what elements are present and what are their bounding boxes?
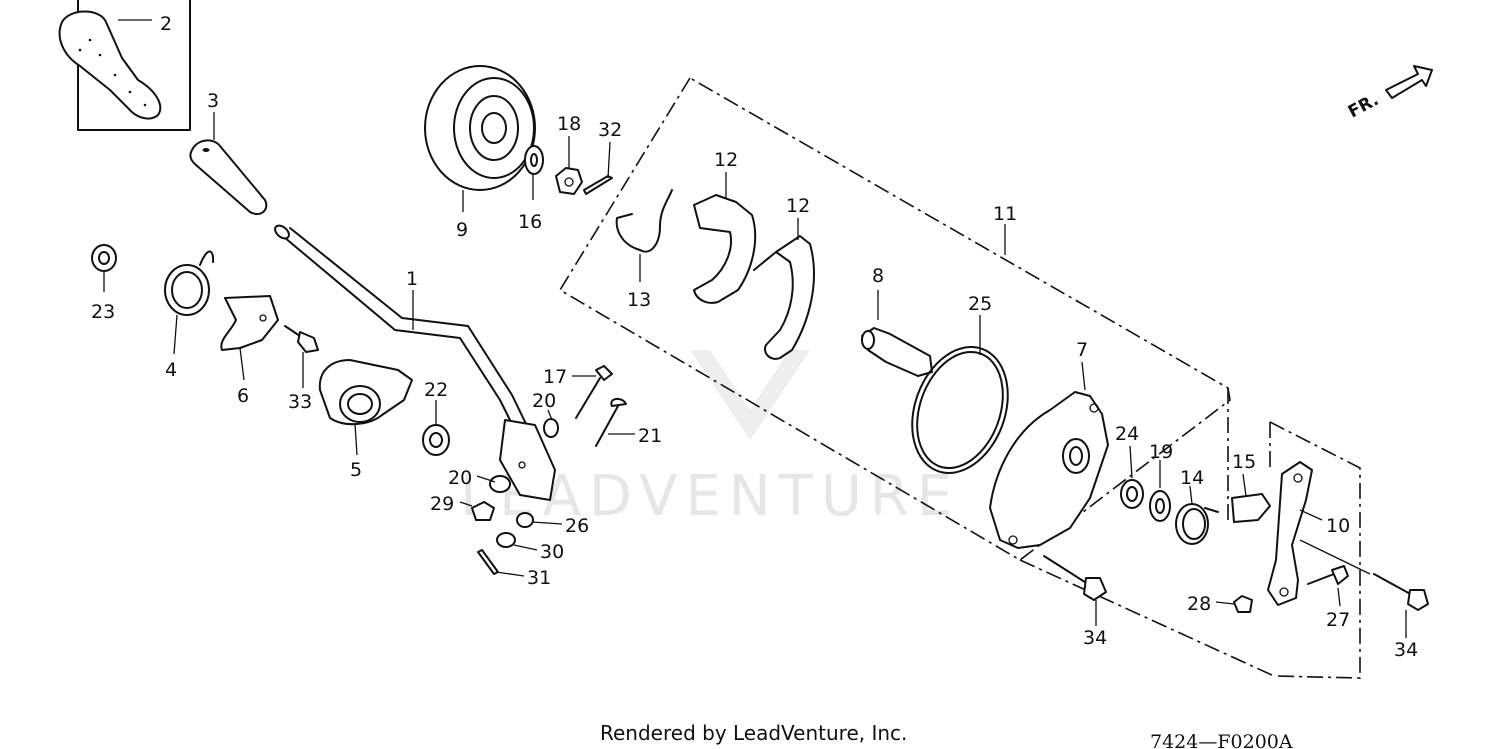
part-9-pulley[interactable] — [424, 65, 536, 191]
part-12-brake-shoe-a[interactable] — [693, 194, 757, 304]
leader-lines — [103, 19, 1407, 638]
callout-21: 21 — [638, 425, 662, 447]
part-24-bushing[interactable] — [1120, 479, 1144, 509]
part-17-bolt[interactable] — [575, 365, 613, 419]
part-2-grip-inset[interactable] — [58, 0, 191, 131]
callout-24: 24 — [1115, 423, 1139, 445]
callout-12b: 12 — [786, 195, 810, 217]
part-22-bearing[interactable] — [422, 424, 450, 456]
callout-13: 13 — [627, 289, 651, 311]
part-26-nut[interactable] — [516, 512, 534, 528]
part-5-collar[interactable] — [318, 359, 413, 426]
callout-16: 16 — [518, 211, 542, 233]
diagram-code: 7424—F0200A — [1150, 731, 1293, 749]
callout-34b: 34 — [1394, 639, 1418, 661]
callout-17: 17 — [543, 366, 567, 388]
callout-23: 23 — [91, 301, 115, 323]
part-30-washer[interactable] — [496, 532, 516, 548]
assembly-11-boundary — [558, 77, 1275, 677]
callout-22: 22 — [424, 379, 448, 401]
callout-4: 4 — [165, 359, 177, 381]
callout-2: 2 — [160, 13, 172, 35]
part-20-washer-b[interactable] — [489, 475, 511, 493]
part-15-cam[interactable] — [1231, 493, 1271, 523]
callout-28: 28 — [1187, 593, 1211, 615]
part-18-nut[interactable] — [555, 167, 583, 195]
part-3-grip[interactable] — [189, 139, 268, 216]
callout-20b: 20 — [448, 467, 472, 489]
part-34-bolt-a[interactable] — [1043, 555, 1107, 601]
callout-32: 32 — [598, 119, 622, 141]
part-31-cotter-pin[interactable] — [477, 549, 499, 575]
part-19-washer[interactable] — [1149, 490, 1171, 522]
callout-3: 3 — [207, 90, 219, 112]
callout-34a: 34 — [1083, 627, 1107, 649]
part-32-cotter-pin[interactable] — [583, 175, 613, 195]
assembly-10-boundary — [1269, 421, 1361, 679]
part-33-bolt[interactable] — [284, 325, 319, 353]
callout-31: 31 — [527, 567, 551, 589]
callout-1: 1 — [406, 268, 418, 290]
part-13-spring-clip[interactable] — [615, 189, 673, 253]
part-20-washer-a[interactable] — [543, 418, 559, 438]
callout-10: 10 — [1326, 515, 1350, 537]
part-10-arm[interactable] — [1267, 461, 1313, 606]
part-28-nut[interactable] — [1233, 595, 1253, 613]
fr-arrow-icon — [1385, 65, 1433, 99]
callout-12a: 12 — [714, 149, 738, 171]
callout-numbers: 2 3 23 4 6 33 5 1 22 9 16 18 32 13 12 12… — [91, 13, 1418, 661]
part-8-shaft[interactable] — [861, 327, 933, 377]
callout-27: 27 — [1326, 609, 1350, 631]
part-29-nut[interactable] — [471, 501, 495, 521]
callout-8: 8 — [872, 265, 884, 287]
part-4-spring[interactable] — [164, 250, 215, 316]
part-27-bolt[interactable] — [1307, 565, 1349, 585]
callout-6: 6 — [237, 385, 249, 407]
fr-label: FR. — [1345, 90, 1382, 122]
credit-text: Rendered by LeadVenture, Inc. — [600, 721, 907, 745]
part-7-cover[interactable] — [989, 391, 1109, 549]
part-6-plate[interactable] — [220, 295, 279, 351]
callout-26: 26 — [565, 515, 589, 537]
callout-7: 7 — [1076, 339, 1088, 361]
part-1-shift-lever[interactable] — [273, 223, 556, 501]
part-16-washer[interactable] — [524, 145, 544, 175]
callout-15: 15 — [1232, 451, 1256, 473]
front-direction-indicator: FR. — [1345, 65, 1433, 122]
callout-18: 18 — [557, 113, 581, 135]
callout-30: 30 — [540, 541, 564, 563]
callout-11: 11 — [993, 203, 1017, 225]
callout-25: 25 — [968, 293, 992, 315]
callout-20a: 20 — [532, 390, 556, 412]
callout-19: 19 — [1149, 441, 1173, 463]
part-14-spring[interactable] — [1175, 503, 1219, 545]
part-21-pin[interactable] — [595, 398, 627, 447]
callout-29: 29 — [430, 493, 454, 515]
callout-5: 5 — [350, 459, 362, 481]
part-34-bolt-b[interactable] — [1373, 573, 1429, 611]
callout-33: 33 — [288, 391, 312, 413]
part-12-brake-shoe-b[interactable] — [753, 235, 815, 360]
callout-9: 9 — [456, 219, 468, 241]
part-23-bearing[interactable] — [91, 244, 117, 272]
callout-14: 14 — [1180, 467, 1204, 489]
